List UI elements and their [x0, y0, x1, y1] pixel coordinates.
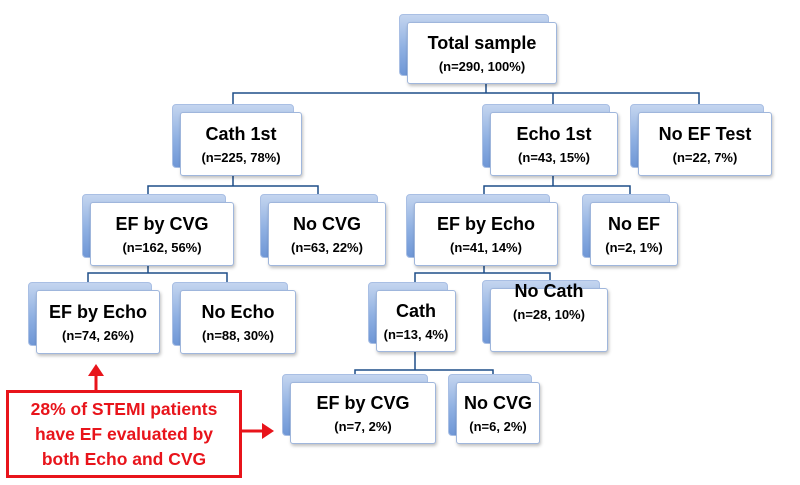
node-cath: Cath (n=13, 4%)	[368, 282, 456, 352]
node-no-cvg-echo: No CVG (n=6, 2%)	[448, 374, 540, 444]
callout-line-1: 28% of STEMI patients	[30, 398, 218, 419]
connector-efcvg-children	[87, 272, 228, 284]
node-label: No Echo	[201, 301, 275, 322]
node-label: EF by Echo	[436, 213, 535, 234]
node-echo-1st: Echo 1st (n=43, 15%)	[482, 104, 618, 176]
node-count: (n=88, 30%)	[202, 327, 274, 343]
node-label: Cath 1st	[205, 123, 277, 144]
node-count: (n=7, 2%)	[334, 418, 392, 434]
node-no-cvg: No CVG (n=63, 22%)	[260, 194, 386, 266]
node-label: EF by CVG	[316, 392, 410, 413]
node-label: Cath	[396, 300, 436, 321]
node-label: EF by CVG	[115, 213, 209, 234]
node-label: No CVG	[292, 213, 361, 234]
node-count: (n=63, 22%)	[291, 239, 363, 255]
node-no-ef-test: No EF Test (n=22, 7%)	[630, 104, 772, 176]
node-count: (n=74, 26%)	[62, 327, 134, 343]
callout-line-2: have EF evaluated by	[35, 423, 213, 444]
node-label: No EF Test	[658, 123, 752, 144]
node-label: No CVG	[463, 392, 532, 413]
node-count: (n=290, 100%)	[438, 58, 526, 74]
node-count: (n=13, 4%)	[383, 326, 449, 342]
node-count: (n=41, 14%)	[450, 239, 522, 255]
node-label: No Cath	[514, 281, 584, 301]
callout-line-3: both Echo and CVG	[41, 448, 207, 469]
node-ef-by-cvg: EF by CVG (n=162, 56%)	[82, 194, 234, 266]
node-no-cath: No Cath (n=28, 10%)	[482, 280, 608, 352]
node-ef-by-echo-cath: EF by Echo (n=74, 26%)	[28, 282, 160, 354]
connector-total-children	[232, 92, 700, 112]
node-count: (n=2, 1%)	[605, 239, 663, 255]
node-count: (n=43, 15%)	[518, 149, 590, 165]
node-cath-1st: Cath 1st (n=225, 78%)	[172, 104, 302, 176]
node-count: (n=225, 78%)	[201, 149, 281, 165]
node-count: (n=28, 10%)	[513, 307, 585, 322]
node-count: (n=162, 56%)	[122, 239, 202, 255]
node-no-echo: No Echo (n=88, 30%)	[172, 282, 296, 354]
node-no-ef: No EF (n=2, 1%)	[582, 194, 678, 266]
node-label: Echo 1st	[516, 123, 592, 144]
callout-box: 28% of STEMI patients have EF evaluated …	[6, 390, 242, 478]
node-ef-by-echo: EF by Echo (n=41, 14%)	[406, 194, 558, 266]
node-ef-by-cvg-echo: EF by CVG (n=7, 2%)	[282, 374, 436, 444]
node-total-sample: Total sample (n=290, 100%)	[399, 14, 557, 84]
node-label: Total sample	[427, 32, 537, 53]
node-label: No EF	[608, 213, 660, 234]
node-count: (n=6, 2%)	[469, 418, 527, 434]
node-label: EF by Echo	[48, 301, 147, 322]
node-count: (n=22, 7%)	[672, 149, 738, 165]
